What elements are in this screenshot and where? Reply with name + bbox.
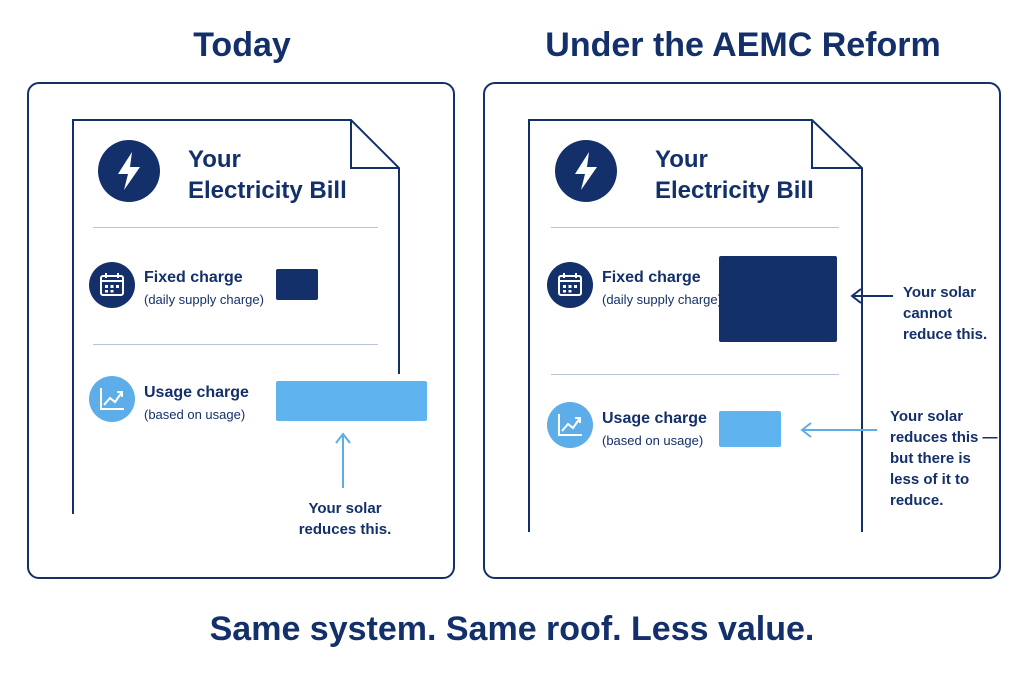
note-line: Your solar <box>308 500 382 517</box>
arrow-left-icon <box>850 288 893 304</box>
note-line: cannot <box>903 305 953 322</box>
bill-title-line2: Electricity Bill <box>188 177 347 204</box>
usage-charge-bar <box>719 411 781 447</box>
calendar-icon <box>89 262 135 308</box>
lightning-bolt-icon <box>555 140 617 202</box>
lightning-bolt-icon <box>98 140 160 202</box>
fixed-charge-label: Fixed charge <box>144 269 243 286</box>
usage-charge-sub: (based on usage) <box>144 407 246 422</box>
usage-charge-label: Usage charge <box>144 384 249 401</box>
usage-charge-sub: (based on usage) <box>602 433 704 448</box>
divider-top <box>93 227 378 228</box>
note-solar-cannot-reduce: Your solar cannot reduce this. <box>903 282 987 345</box>
heading-today: Today <box>193 26 291 64</box>
tagline: Same system. Same roof. Less value. <box>209 610 815 648</box>
heading-aemc-reform: Under the AEMC Reform <box>545 26 941 64</box>
note-line: but there is <box>890 450 971 467</box>
fixed-charge-sub: (daily supply charge) <box>602 292 722 307</box>
note-line: reduce. <box>890 492 944 509</box>
chart-trend-icon <box>547 402 593 448</box>
note-line: less of it to <box>890 471 970 488</box>
note-line: Your solar <box>903 284 977 301</box>
fixed-charge-bar <box>719 256 837 342</box>
bill-title-line1: Your <box>188 146 241 173</box>
usage-charge-label: Usage charge <box>602 410 707 427</box>
bill-document-outline <box>72 119 400 514</box>
bill-title-line2: Electricity Bill <box>655 177 814 204</box>
fixed-charge-sub: (daily supply charge) <box>144 292 264 307</box>
chart-trend-icon <box>89 376 135 422</box>
arrow-up-icon <box>335 432 351 488</box>
usage-charge-bar <box>276 381 427 421</box>
fixed-charge-bar <box>276 269 318 300</box>
divider-middle <box>93 344 378 345</box>
note-solar-reduces-less: Your solar reduces this — but there is l… <box>890 406 998 511</box>
note-line: reduce this. <box>903 326 988 343</box>
bill-title-line1: Your <box>655 146 708 173</box>
note-line: reduces this. <box>298 521 392 538</box>
fixed-charge-label: Fixed charge <box>602 269 701 286</box>
panel-aemc-reform: Your Electricity Bill Fixed charge (dail… <box>483 82 1001 579</box>
bill-title: Your Electricity Bill <box>188 144 347 206</box>
note-line: Your solar <box>890 408 964 425</box>
arrow-left-icon <box>800 422 877 438</box>
bill-title: Your Electricity Bill <box>655 144 814 206</box>
panel-today: Your Electricity Bill Fixed charge (dail… <box>27 82 455 579</box>
divider-top <box>551 227 839 228</box>
note-solar-reduces: Your solar reduces this. <box>287 498 403 540</box>
divider-middle <box>551 374 839 375</box>
note-line: reduces this — <box>890 429 998 446</box>
bill-document-outline <box>528 119 863 532</box>
calendar-icon <box>547 262 593 308</box>
